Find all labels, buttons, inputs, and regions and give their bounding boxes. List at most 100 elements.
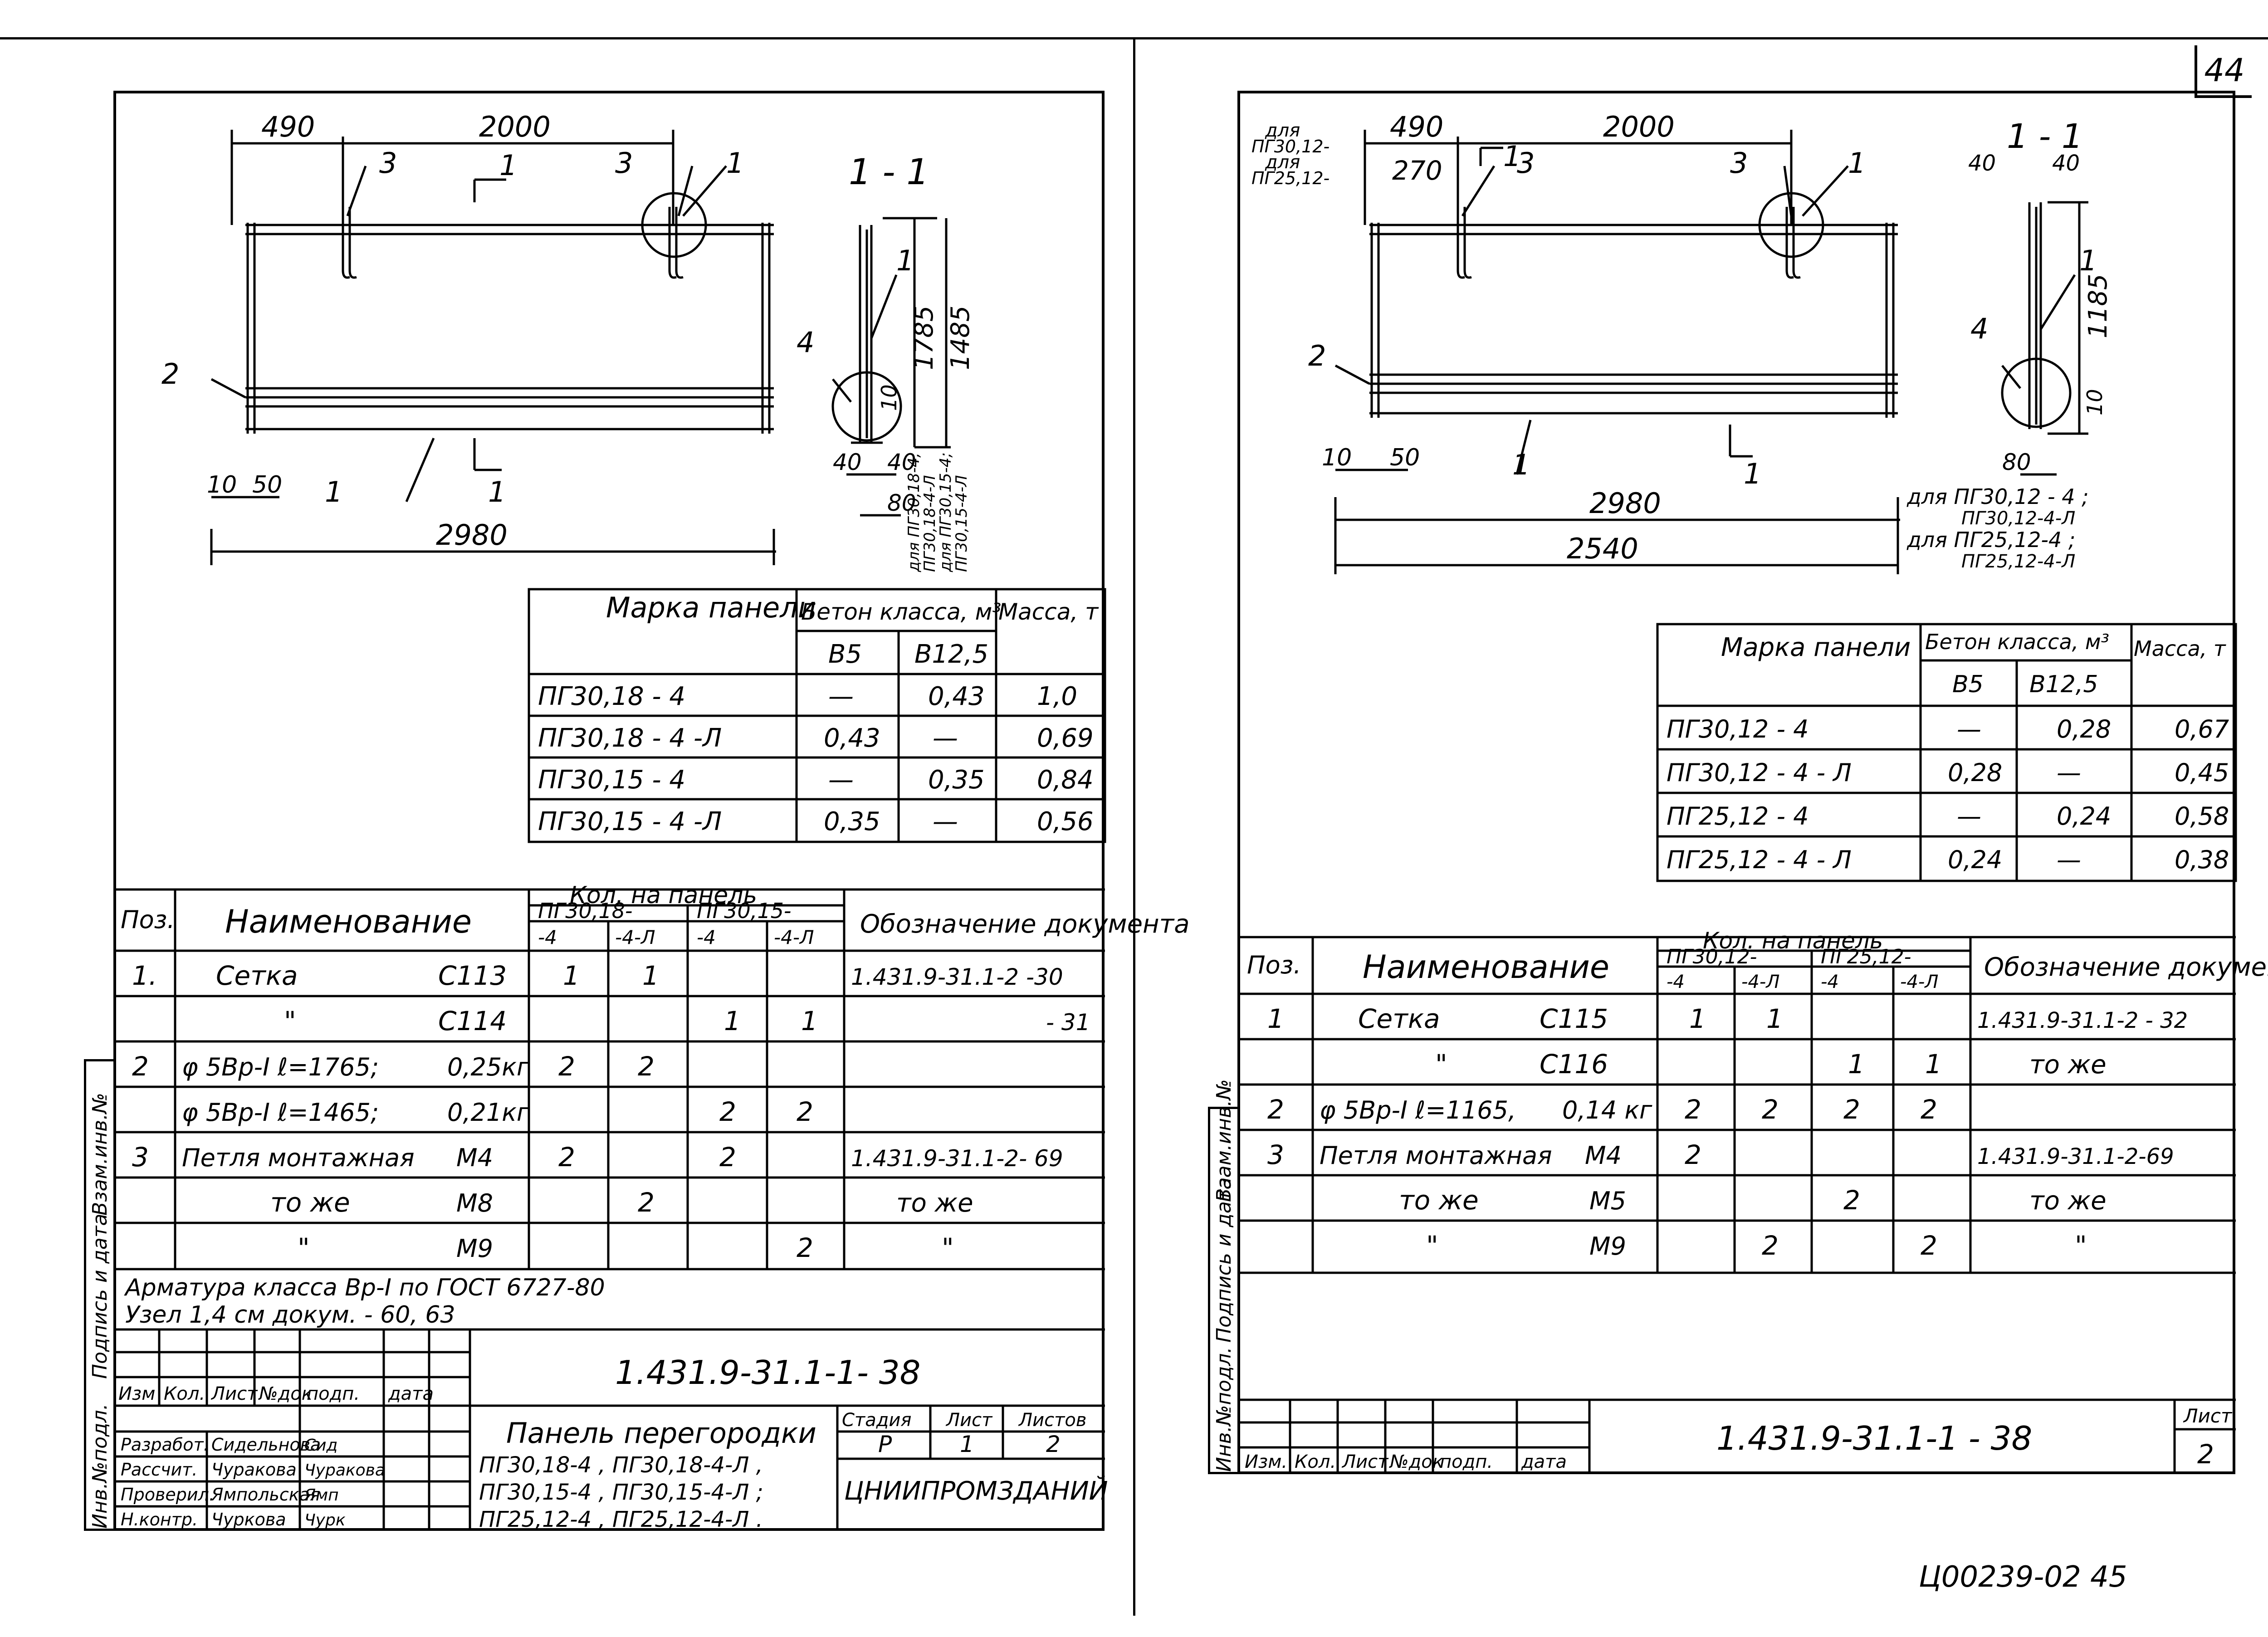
r-dim-80: 80 bbox=[2002, 449, 2031, 475]
r-spec-r2-pos: 2 bbox=[1267, 1094, 1284, 1125]
r-mass-h-b125: В12,5 bbox=[2029, 671, 2098, 698]
r-dim-270: 270 bbox=[1392, 155, 1442, 186]
rev-h-5: дата bbox=[388, 1383, 434, 1404]
right-sheet: 490 2000 270 2980 2540 10 50 40 40 80 10… bbox=[1237, 91, 2268, 1474]
r-spec-r1-q4: 1 bbox=[1925, 1049, 1942, 1080]
r-tb-h-sheet: Лист bbox=[2183, 1405, 2233, 1427]
note-1: Арматура класса Вр-I по ГОСТ 6727-80 bbox=[124, 1274, 605, 1301]
r-dim-2540: 2540 bbox=[1567, 532, 1638, 565]
r-spec-r5-mark: М9 bbox=[1589, 1232, 1626, 1261]
r-rev-h-5: дата bbox=[1521, 1451, 1567, 1472]
r-spec-r1-name: " bbox=[1435, 1049, 1447, 1080]
spec-r6-name: " bbox=[298, 1232, 310, 1263]
r-tb-sheet: 2 bbox=[2197, 1439, 2214, 1470]
spec-r3-name: φ 5Вр-I ℓ=1465; bbox=[182, 1098, 379, 1127]
r-spec-r2-name: φ 5Вр-I ℓ=1165, bbox=[1320, 1096, 1516, 1124]
name-2: Ямпольская bbox=[211, 1485, 320, 1505]
spec-r6-doc: " bbox=[942, 1232, 954, 1263]
rev-h-4: подп. bbox=[307, 1383, 360, 1404]
r-rev-h-4: подп. bbox=[1440, 1451, 1493, 1472]
r-section-note-1: для ПГ30,12 - 4 ; bbox=[1906, 484, 2089, 509]
spec-r5-mark: М8 bbox=[456, 1189, 493, 1217]
mass-h-concrete: Бетон класса, м³ bbox=[801, 599, 1001, 625]
r-spec-h-s1: -4 bbox=[1667, 972, 1685, 992]
callout-1a: 1 bbox=[726, 147, 744, 180]
spec-r0-name: Сетка bbox=[216, 960, 298, 991]
r-section-mark-bottom: 1 bbox=[1744, 457, 1761, 490]
mass-h-mass: Масса, т bbox=[998, 599, 1099, 625]
section-note-3: для ПГ30,15-4; bbox=[937, 452, 955, 572]
for-label-3: ПГ25,12- bbox=[1251, 168, 1330, 188]
r-spec-h-s4: -4-Л bbox=[1900, 972, 1938, 992]
right-drawing: 490 2000 270 2980 2540 10 50 40 40 80 10… bbox=[1240, 110, 2268, 1474]
name-0: Сидельнова bbox=[211, 1435, 321, 1455]
mass-rows: ПГ30,18 - 4 — 0,43 1,0 ПГ30,18 - 4 -Л 0,… bbox=[538, 682, 1094, 836]
r-callout-1a: 1 bbox=[1848, 147, 1866, 180]
r-spec-r3-name: Петля монтажная bbox=[1320, 1141, 1552, 1170]
r-mass-row-1-mass: 0,45 bbox=[2175, 758, 2229, 787]
r-mass-row-2-mark: ПГ25,12 - 4 bbox=[1667, 802, 1809, 831]
r-dim-40b: 40 bbox=[2052, 151, 2080, 176]
sign-2: Ямп bbox=[304, 1486, 339, 1505]
r-spec-r5-q4: 2 bbox=[1921, 1230, 1937, 1261]
r-callout-2: 2 bbox=[1308, 339, 1326, 372]
spec-r4-pos: 3 bbox=[132, 1142, 149, 1173]
r-spec-r4-mark: М5 bbox=[1589, 1187, 1626, 1215]
mass-row-1-mass: 0,69 bbox=[1037, 723, 1094, 753]
mass-row-0-mass: 1,0 bbox=[1037, 682, 1077, 711]
spec-h-s4: -4-Л bbox=[774, 926, 814, 948]
left-title-code: 1.431.9-31.1-1- 38 bbox=[615, 1354, 920, 1392]
spec-r2-name: φ 5Вр-I ℓ=1765; bbox=[182, 1053, 379, 1081]
r-callout-3b: 3 bbox=[1730, 147, 1748, 180]
r-mass-h-mark: Марка панели bbox=[1721, 633, 1911, 662]
mass-row-3-b5: 0,35 bbox=[824, 807, 880, 836]
r-mass-row-1-b125: — bbox=[2057, 758, 2081, 787]
r-spec-r0-mark: С115 bbox=[1540, 1003, 1608, 1034]
left-signoff: Разработ. Рассчит. Проверил. Н.контр. Си… bbox=[121, 1435, 385, 1529]
r-spec-r0-q1: 1 bbox=[1689, 1003, 1706, 1034]
r-section-mark-top: 1 bbox=[1503, 140, 1521, 173]
r-dim-10s: 10 bbox=[2082, 389, 2107, 415]
role-2: Проверил. bbox=[121, 1485, 215, 1505]
role-0: Разработ. bbox=[121, 1435, 209, 1455]
r-spec-h-name: Наименование bbox=[1363, 948, 1609, 986]
r-mass-row-0-mark: ПГ30,12 - 4 bbox=[1667, 715, 1809, 743]
spec-r3-q3: 2 bbox=[719, 1096, 736, 1127]
r-rev-h-2: Лист bbox=[1341, 1451, 1389, 1472]
spec-r4-q3: 2 bbox=[719, 1142, 736, 1173]
r-spec-r0-pos: 1 bbox=[1267, 1003, 1284, 1034]
r-spec-h-doc: Обозначение документа bbox=[1984, 953, 2268, 982]
dim-1785: 1785 bbox=[909, 305, 939, 370]
r-section-note-4: ПГ25,12-4-Л bbox=[1961, 551, 2075, 572]
callout-1b: 1 bbox=[325, 475, 342, 508]
r-spec-h-pos: Поз. bbox=[1247, 951, 1301, 979]
r-spec-r5-q2: 2 bbox=[1762, 1230, 1779, 1261]
spec-h-pos: Поз. bbox=[121, 905, 175, 934]
r-callout-1c: 1 bbox=[2079, 244, 2097, 277]
spec-rows: 1. Сетка С113 1 1 1.431.9-31.1-2 -30 " С… bbox=[132, 960, 1090, 1263]
dim-50: 50 bbox=[252, 471, 282, 498]
r-spec-r2-q4: 2 bbox=[1921, 1094, 1937, 1125]
r-mass-row-1-b5: 0,28 bbox=[1948, 758, 2002, 787]
rev-h-2: Лист bbox=[210, 1383, 258, 1404]
r-spec-h-qty: Кол. на панель bbox=[1703, 928, 1883, 954]
r-mass-row-1-mark: ПГ30,12 - 4 - Л bbox=[1667, 758, 1852, 787]
spec-r5-name: то же bbox=[270, 1187, 350, 1218]
left-sheet: 490 2000 2980 10 50 40 40 80 10 1785 148… bbox=[113, 91, 1190, 1532]
spec-r1-mark: С114 bbox=[438, 1006, 507, 1036]
r-mass-row-3-mass: 0,38 bbox=[2175, 845, 2229, 874]
r-mass-row-3-b125: — bbox=[2057, 845, 2081, 874]
r-dim-490: 490 bbox=[1390, 110, 1443, 143]
dim-490: 490 bbox=[261, 110, 315, 143]
section-title: 1 - 1 bbox=[849, 152, 929, 193]
rev-h-0: Изм bbox=[118, 1383, 155, 1404]
spec-r0-q2: 1 bbox=[642, 960, 659, 991]
r-callout-1b: 1 bbox=[1512, 448, 1530, 481]
section-note-4: ПГ30,15-4-Л bbox=[953, 475, 971, 572]
name-1: Чуракова bbox=[211, 1460, 297, 1480]
spec-r4-mark: М4 bbox=[456, 1143, 493, 1172]
spec-r0-q1: 1 bbox=[563, 960, 580, 991]
for-label-1: ПГ30,12- bbox=[1251, 137, 1330, 156]
spec-r2-pos: 2 bbox=[132, 1051, 149, 1082]
section-note-2: ПГ30,18-4-Л bbox=[921, 475, 939, 572]
